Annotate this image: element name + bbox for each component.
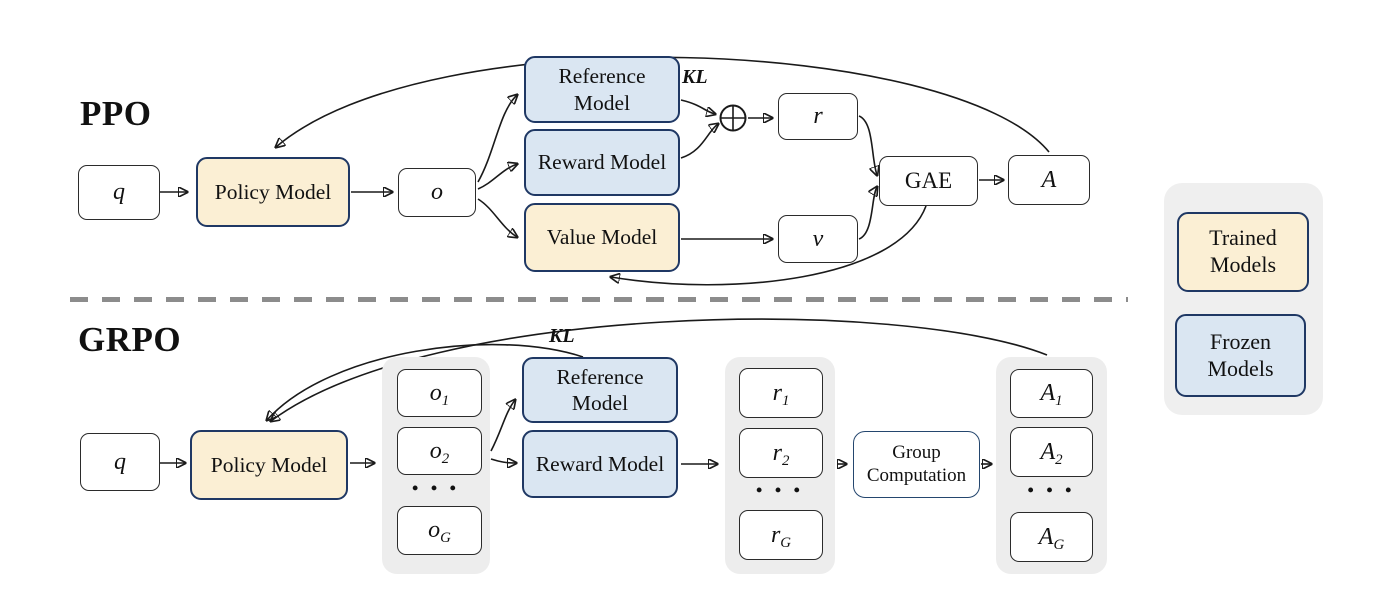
- grpo-node-rG: rG: [739, 510, 823, 560]
- arrow-ppo-r-to-gae: [858, 115, 877, 175]
- grpo-section-title: GRPO: [78, 320, 182, 359]
- grpo-node-reference-model: Reference Model: [522, 357, 678, 423]
- grpo-node-oG: oG: [397, 506, 482, 555]
- ppo-node-v: v: [778, 215, 858, 263]
- ppo-kl-label: KL: [682, 66, 708, 88]
- grpo-node-group-computation: Group Computation: [853, 431, 980, 498]
- grpo-node-policy-model: Policy Model: [190, 430, 348, 500]
- grpo-node-q: q: [80, 433, 160, 491]
- ppo-node-reference-model: Reference Model: [524, 56, 680, 123]
- grpo-a-ellipsis: • • •: [1027, 480, 1076, 500]
- arrow-ppo-o-to-reference: [477, 95, 517, 183]
- ppo-node-gae: GAE: [879, 156, 978, 206]
- arrow-grpo-o-to-reference: [490, 400, 515, 452]
- grpo-kl-label: KL: [549, 325, 575, 347]
- ppo-node-q: q: [78, 165, 160, 220]
- arrow-ppo-v-to-gae: [858, 187, 877, 240]
- section-divider: [70, 297, 1128, 302]
- ppo-node-o: o: [398, 168, 476, 217]
- ppo-node-value-model: Value Model: [524, 203, 680, 272]
- arrow-ppo-o-to-value: [477, 198, 517, 237]
- arrow-ppo-o-to-reward: [477, 164, 517, 190]
- grpo-node-o1: o1: [397, 369, 482, 417]
- grpo-node-A2: A2: [1010, 427, 1093, 477]
- arrow-grpo-o-to-reward: [490, 459, 516, 463]
- ppo-node-advantage: A: [1008, 155, 1090, 205]
- ppo-node-policy-model: Policy Model: [196, 157, 350, 227]
- ppo-section-title: PPO: [80, 94, 152, 133]
- ppo-node-reward-model: Reward Model: [524, 129, 680, 196]
- grpo-node-o2: o2: [397, 427, 482, 475]
- grpo-node-r2: r2: [739, 428, 823, 478]
- grpo-r-ellipsis: • • •: [756, 480, 804, 500]
- grpo-node-reward-model: Reward Model: [522, 430, 678, 498]
- oplus-icon: [719, 104, 747, 132]
- arrow-ppo-reference-to-oplus: [680, 99, 715, 114]
- arrow-ppo-reward-to-oplus: [680, 124, 718, 159]
- ppo-node-r: r: [778, 93, 858, 140]
- grpo-node-A1: A1: [1010, 369, 1093, 418]
- legend-frozen-models: Frozen Models: [1175, 314, 1306, 397]
- grpo-node-r1: r1: [739, 368, 823, 418]
- grpo-o-ellipsis: • • •: [412, 478, 460, 498]
- legend-trained-models: Trained Models: [1177, 212, 1309, 292]
- grpo-node-AG: AG: [1010, 512, 1093, 562]
